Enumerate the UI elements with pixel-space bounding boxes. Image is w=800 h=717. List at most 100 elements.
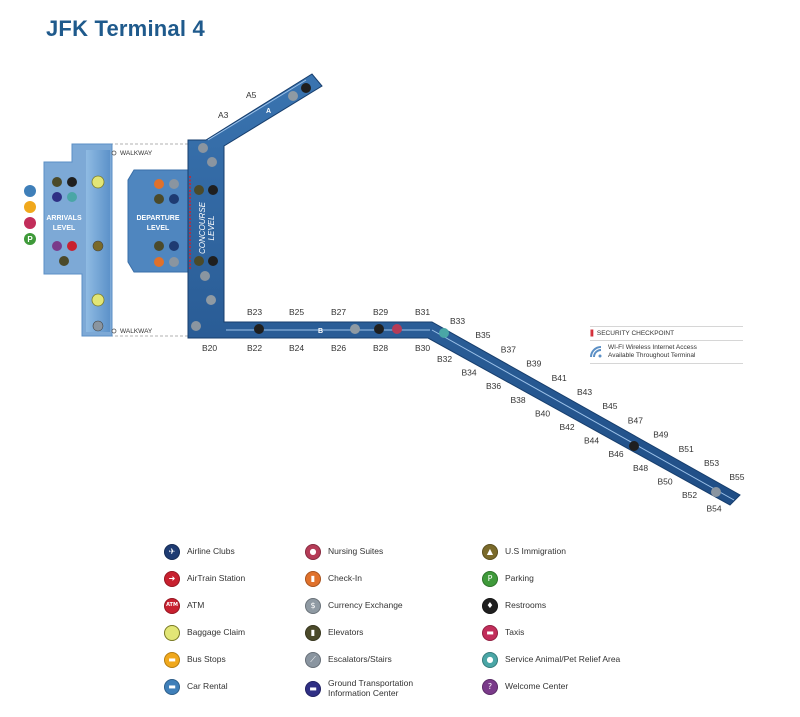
legend-item: ● Service Animal/Pet Relief Area [482,652,620,668]
concourse-network [187,73,741,506]
legend-label: ATM [187,600,205,611]
gate-B39: B39 [526,359,541,369]
legend-item: ●Nursing Suites [305,544,383,560]
map-amenity-icons: P [24,83,721,497]
gate-B45: B45 [602,401,617,411]
legend-label: Restrooms [505,600,547,611]
elevator-icon [194,256,204,266]
gate-B51: B51 [679,444,694,454]
check-in-icon [154,179,164,189]
pet-relief-icon: ● [482,652,498,668]
legend-item: ?Welcome Center [482,679,568,695]
currency-exchange-icon: $ [305,598,321,614]
baggage-claim-icon [164,625,180,641]
gate-B22: B22 [247,343,262,353]
gate-B42: B42 [560,422,575,432]
gate-B26: B26 [331,343,346,353]
escalator-icon [207,157,217,167]
gate-B31: B31 [415,307,430,317]
elevator-icon: ▮ [305,625,321,641]
gate-B32: B32 [437,354,452,364]
arrivals-label: ARRIVALS [46,215,82,222]
airline-clubs-icon [169,194,179,204]
escalator-icon: ⟋ [305,652,321,668]
legend-label: Baggage Claim [187,627,246,638]
restroom-icon [254,324,264,334]
legend-label: Elevators [328,627,364,638]
concourse-level-label: LEVEL [207,216,216,241]
currency-exchange-icon [206,295,216,305]
gate-B54: B54 [707,504,722,514]
restroom-icon [67,177,77,187]
legend-item: ✈ Airline Clubs [164,544,235,560]
welcome-center-icon [52,241,62,251]
gate-B40: B40 [535,408,550,418]
restroom-icon [208,185,218,195]
gate-B20: B20 [202,343,217,353]
elevator-icon [194,185,204,195]
escalator-icon [200,271,210,281]
currency-exchange-icon [288,91,298,101]
svg-text:WALKWAY: WALKWAY [120,150,153,157]
legend-label: Airline Clubs [187,546,235,557]
ground-transport-icon [52,192,62,202]
concourse-label: CONCOURSE [198,201,207,254]
legend-item: ▬Taxis [482,625,524,641]
legend-label: Nursing Suites [328,546,384,557]
gate-B33: B33 [450,316,465,326]
legend-item: ▬Bus Stops [164,652,226,668]
legend-item: ▲U.S Immigration [482,544,566,560]
wifi-icon [590,345,602,358]
gate-B23: B23 [247,307,262,317]
gate-B25: B25 [289,307,304,317]
departure-label: DEPARTURE [136,215,179,222]
legend-label: Bus Stops [187,654,226,665]
security-checkpoint-icon: ||| [590,330,594,337]
ground-transport-icon: ▬ [305,680,321,697]
gate-B24: B24 [289,343,304,353]
airline-clubs-icon: ✈ [164,544,180,560]
walkway-top: WALKWAY [111,150,153,157]
legend-label: Service Animal/Pet Relief Area [505,654,621,665]
departure-level-label: LEVEL [147,225,170,232]
gate-B34: B34 [462,368,477,378]
gate-A3: A3 [218,110,229,120]
gate-B55: B55 [729,472,744,482]
gate-B36: B36 [486,381,501,391]
legend-item: ⟋Escalators/Stairs [305,652,392,668]
gate-B41: B41 [552,373,567,383]
escalator-icon [198,143,208,153]
check-in-icon: ▮ [305,571,321,587]
gate-B43: B43 [577,387,592,397]
elevator-icon [154,241,164,251]
arrivals-level-label: LEVEL [53,225,76,232]
concourse-b-label: B [318,328,323,335]
gate-B49: B49 [653,430,668,440]
elevator-icon [52,177,62,187]
legend-item: ▮ Elevators [305,625,363,641]
gate-B29: B29 [373,307,388,317]
taxi-icon [24,217,36,229]
atm-icon: ATM [164,598,180,614]
airline-clubs-icon [169,241,179,251]
legend-item: Baggage Claim [164,625,245,641]
escalator-icon [711,487,721,497]
terminal-map: ARRIVALS LEVEL DEPARTURE LEVEL CONCOURSE… [24,73,745,514]
gate-B50: B50 [658,476,673,486]
gate-B37: B37 [501,344,516,354]
legend-item: ▮Check-In [305,571,362,587]
gate-B53: B53 [704,458,719,468]
restroom-icon [208,256,218,266]
gate-B30: B30 [415,343,430,353]
baggage-claim-icon [91,293,105,307]
escalator-icon [169,257,179,267]
security-legend: ||| SECURITY CHECKPOINT [590,326,743,340]
walkway-bottom: WALKWAY [111,328,153,335]
gate-B28: B28 [373,343,388,353]
legend-label: AirTrain Station [187,573,246,584]
gate-B27: B27 [331,307,346,317]
elevator-icon [59,256,69,266]
parking-icon [24,233,36,245]
